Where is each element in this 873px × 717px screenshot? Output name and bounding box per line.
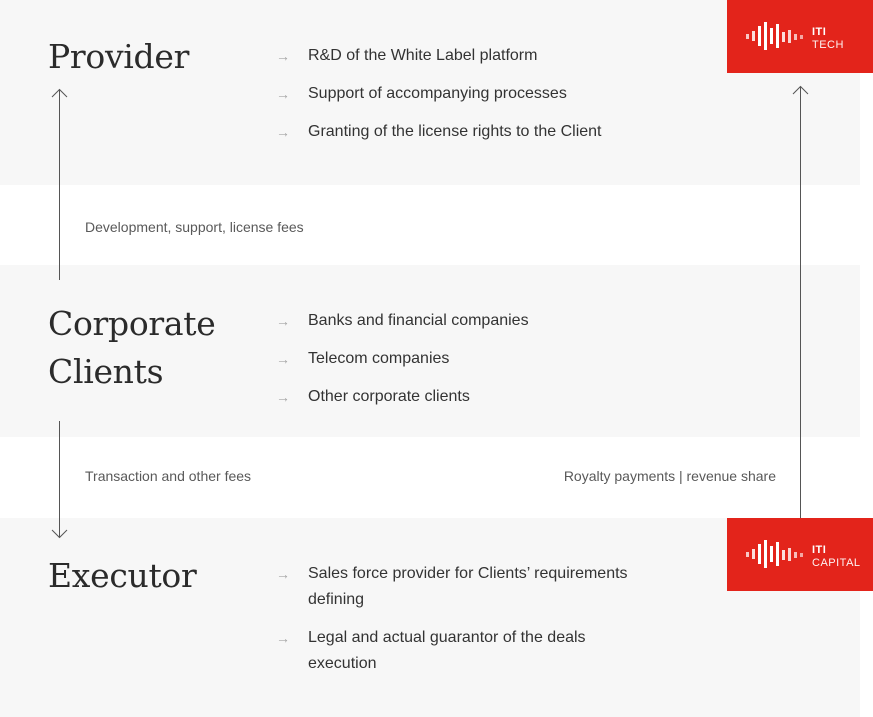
list-item: → Granting of the license rights to the C… [276, 121, 602, 143]
arrow-down-left-head [51, 529, 68, 539]
arrow-right-icon: → [276, 48, 290, 64]
provider-section [0, 0, 860, 185]
list-item-text: R&D of the White Label platform [308, 47, 538, 64]
iti-tech-logo-text: ITI TECH [812, 26, 844, 52]
arrow-up-left-head [51, 88, 68, 98]
flow-label-development: Development, support, license fees [85, 219, 304, 235]
iti-bars-logo-icon [746, 540, 803, 568]
arrow-right-icon: → [276, 566, 290, 582]
flow-label-transaction: Transaction and other fees [85, 468, 252, 484]
executor-list: → Sales force provider for Clients’ requi… [276, 561, 628, 689]
arrow-right-icon: → [276, 86, 290, 102]
list-item: → Other corporate clients [276, 386, 529, 408]
arrow-up-right-head [792, 85, 809, 95]
list-item: → R&D of the White Label platform [276, 45, 602, 67]
list-item: → Sales force provider for Clients’ requi… [276, 561, 628, 613]
logo-brand: ITI [812, 26, 827, 38]
arrow-right-icon: → [276, 630, 290, 646]
arrow-right-icon: → [276, 124, 290, 140]
executor-title: Executor [48, 556, 197, 595]
arrow-right-icon: → [276, 313, 290, 329]
logo-sub: CAPITAL [812, 557, 861, 569]
iti-capital-logo: ITI CAPITAL [727, 518, 873, 591]
iti-bars-logo-icon [746, 22, 803, 50]
corporate-clients-title: Corporate Clients [48, 304, 216, 391]
list-item-text: Sales force provider for Clients’ requir… [308, 565, 628, 608]
provider-title: Provider [48, 37, 190, 76]
iti-tech-logo: ITI TECH [727, 0, 873, 73]
list-item: → Support of accompanying processes [276, 83, 602, 105]
list-item-text: Legal and actual guarantor of the deals … [308, 629, 586, 672]
list-item: → Banks and financial companies [276, 310, 529, 332]
list-item-text: Granting of the license rights to the Cl… [308, 123, 602, 140]
iti-capital-logo-text: ITI CAPITAL [812, 544, 861, 570]
arrow-right-icon: → [276, 389, 290, 405]
list-item: → Telecom companies [276, 348, 529, 370]
flow-label-royalty: Royalty payments | revenue share [563, 468, 776, 484]
arrow-right-icon: → [276, 351, 290, 367]
list-item-text: Support of accompanying processes [308, 85, 567, 102]
corporate-clients-list: → Banks and financial companies → Telecom … [276, 310, 529, 424]
logo-sub: TECH [812, 39, 844, 51]
provider-list: → R&D of the White Label platform → Suppor… [276, 45, 602, 159]
list-item-text: Telecom companies [308, 350, 450, 367]
list-item-text: Banks and financial companies [308, 312, 529, 329]
executor-section [0, 518, 860, 717]
logo-brand: ITI [812, 544, 827, 556]
corporate-clients-section [0, 265, 860, 437]
list-item-text: Other corporate clients [308, 388, 470, 405]
list-item: → Legal and actual guarantor of the deals… [276, 625, 628, 677]
